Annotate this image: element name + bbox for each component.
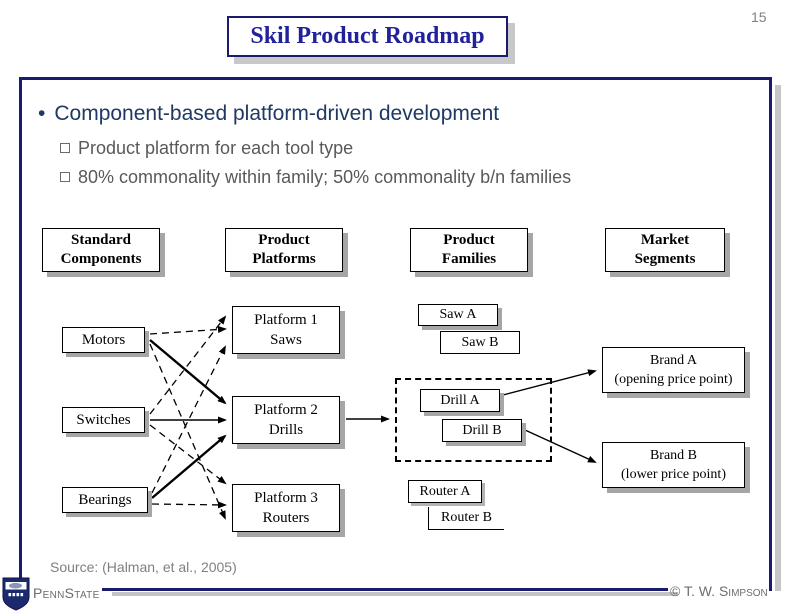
header-line: Families [441, 251, 497, 267]
arrow-switches-to-platform3 [149, 424, 227, 485]
header-line: Standard [70, 232, 132, 248]
copyright-text: © T. W. Simpson [670, 583, 768, 599]
sub-bullet-2-text: 80% commonality within family; 50% commo… [78, 167, 572, 187]
arrow-bearings-to-platform1 [151, 345, 226, 494]
product-label: Drill B [462, 422, 502, 438]
platform-box-routers: Platform 3 Routers [232, 484, 340, 532]
header-line: Segments [634, 251, 696, 267]
platform-box-drills: Platform 2 Drills [232, 396, 340, 444]
header-line: Platforms [252, 251, 316, 267]
brand-name: Brand B [649, 448, 698, 463]
pennstate-shield-icon [2, 577, 30, 611]
header-product-platforms: Product Platforms [225, 228, 343, 272]
footer-line [102, 588, 668, 591]
square-bullet-icon [60, 172, 70, 182]
component-label: Bearings [78, 491, 132, 508]
product-label: Router B [441, 510, 492, 525]
component-label: Motors [81, 331, 126, 348]
page-number: 15 [751, 9, 767, 25]
header-line: Product [443, 232, 495, 248]
component-box-switches: Switches [62, 407, 145, 433]
title-box: Skil Product Roadmap [227, 16, 508, 57]
product-box-saw-b: Saw B [440, 331, 520, 354]
header-line: Market [640, 232, 690, 248]
footer-line-shadow [112, 592, 678, 596]
product-box-drill-b: Drill B [442, 419, 522, 442]
header-market-segments: Market Segments [605, 228, 725, 272]
header-line: Components [60, 251, 142, 267]
component-box-motors: Motors [62, 327, 145, 353]
brand-name: Brand A [649, 353, 698, 368]
product-label: Router A [419, 483, 471, 499]
product-box-drill-a: Drill A [420, 389, 500, 412]
product-box-saw-a: Saw A [418, 304, 498, 326]
product-box-router-a: Router A [408, 480, 482, 503]
sub-bullet-1-text: Product platform for each tool type [78, 138, 354, 158]
page-title: Skil Product Roadmap [250, 23, 485, 49]
product-label: Saw B [461, 334, 499, 350]
drill-family-dashed-group [395, 378, 552, 462]
product-label: Drill A [440, 392, 480, 408]
arrow-motors-to-platform3 [149, 343, 226, 520]
component-box-bearings: Bearings [62, 487, 148, 513]
arrow-bearings-to-platform3 [151, 501, 227, 509]
component-label: Switches [76, 411, 131, 428]
platform-line: Platform 3 [254, 490, 318, 506]
brand-qualifier: (opening price point) [614, 372, 733, 387]
bullet-dot-icon: • [38, 102, 46, 125]
arrow-drill-b-to-brand-b [524, 429, 597, 463]
arrow-switches-to-platform1 [149, 315, 227, 415]
platform-box-saws: Platform 1 Saws [232, 306, 340, 354]
platform-line: Platform 1 [254, 312, 318, 328]
main-bullet-text: Component-based platform-driven developm… [54, 102, 500, 125]
platform-line: Platform 2 [254, 402, 318, 418]
platform-line: Drills [268, 422, 304, 438]
platform-line: Saws [270, 332, 302, 348]
arrow-motors-to-platform2 [149, 339, 227, 405]
pennstate-wordmark: PennState [33, 585, 100, 601]
product-box-router-b: Router B [428, 507, 504, 530]
header-standard-components: Standard Components [42, 228, 160, 272]
main-bullet: • Component-based platform-driven develo… [38, 101, 499, 127]
arrow-drill-a-to-brand-a [502, 369, 597, 396]
slide-content-frame [19, 77, 772, 591]
arrow-motors-to-platform1 [149, 325, 227, 335]
product-label: Saw A [439, 307, 477, 322]
square-bullet-icon [60, 143, 70, 153]
brand-box-a: Brand A (opening price point) [602, 347, 745, 393]
brand-qualifier: (lower price point) [621, 467, 726, 482]
source-citation: Source: (Halman, et al., 2005) [50, 559, 237, 575]
sub-bullet-2: 80% commonality within family; 50% commo… [60, 166, 571, 189]
brand-box-b: Brand B (lower price point) [602, 442, 745, 488]
platform-line: Routers [262, 510, 310, 526]
arrow-bearings-to-platform2 [151, 434, 227, 499]
header-product-families: Product Families [410, 228, 528, 272]
frame-shadow [775, 85, 781, 591]
sub-bullet-1: Product platform for each tool type [60, 137, 353, 160]
header-line: Product [258, 232, 310, 248]
